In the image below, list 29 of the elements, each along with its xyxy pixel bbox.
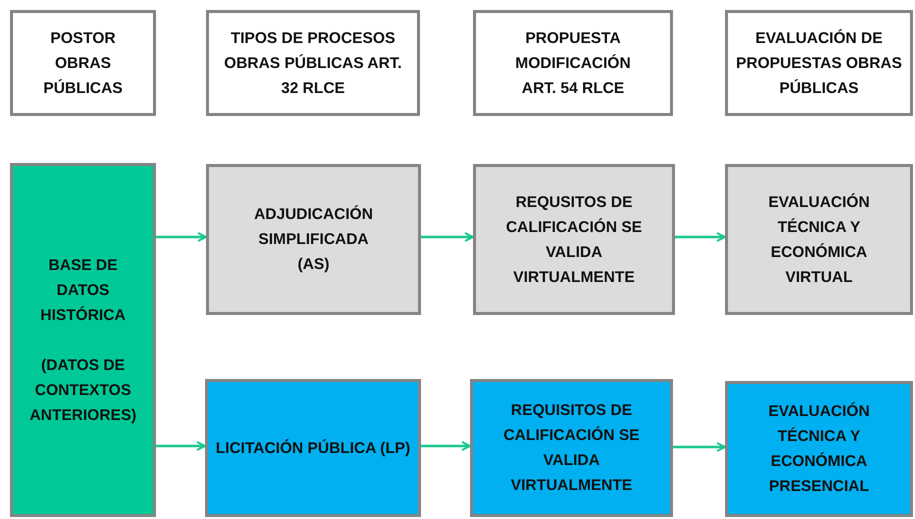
arrow: [673, 442, 726, 452]
box-label: REQUISITOS DE CALIFICACIÓN SE VALIDA VIRTUALMENTE: [502, 401, 641, 496]
arrow: [156, 232, 207, 242]
box-label: PROPUESTA MODIFICACIÓN ART. 54 RLCE: [514, 28, 632, 98]
box-label: EVALUACIÓN DE PROPUESTAS OBRAS PÚBLICAS: [735, 28, 903, 98]
header-box: [725, 10, 913, 116]
arrow: [421, 232, 474, 242]
arrow: [421, 441, 471, 451]
process-box: [470, 379, 673, 517]
process-box: [473, 164, 675, 315]
box-label: TIPOS DE PROCESOS OBRAS PÚBLICAS ART. 32 RLCE: [223, 28, 403, 98]
box-label: EVALUACIÓN TÉCNICA Y ECONÓMICA PRESENCIAL: [767, 401, 871, 497]
header-box: [473, 10, 673, 116]
header-box: [206, 10, 420, 116]
box-label: POSTOR OBRAS PÚBLICAS: [42, 28, 124, 98]
arrow: [156, 441, 206, 451]
process-box: [10, 163, 156, 517]
process-box: [205, 379, 421, 517]
process-box: [206, 164, 421, 315]
box-label: LICITACIÓN PÚBLICA (LP): [216, 438, 410, 458]
process-box: [725, 381, 913, 517]
box-label: REQUSITOS DE CALIFICACIÓN SE VALIDA VIRTUALMENTE: [504, 192, 644, 288]
box-label: ADJUDICACIÓN SIMPLIFICADA (AS): [254, 204, 374, 275]
box-label: (DATOS DE CONTEXTOS ANTERIORES): [28, 356, 138, 426]
process-box: [725, 164, 913, 315]
header-box: [10, 10, 156, 116]
box-label: BASE DE DATOS HISTÓRICA: [39, 256, 127, 326]
arrow: [675, 232, 726, 242]
box-label: EVALUACIÓN TÉCNICA Y ECONÓMICA VIRTUAL: [767, 192, 871, 288]
